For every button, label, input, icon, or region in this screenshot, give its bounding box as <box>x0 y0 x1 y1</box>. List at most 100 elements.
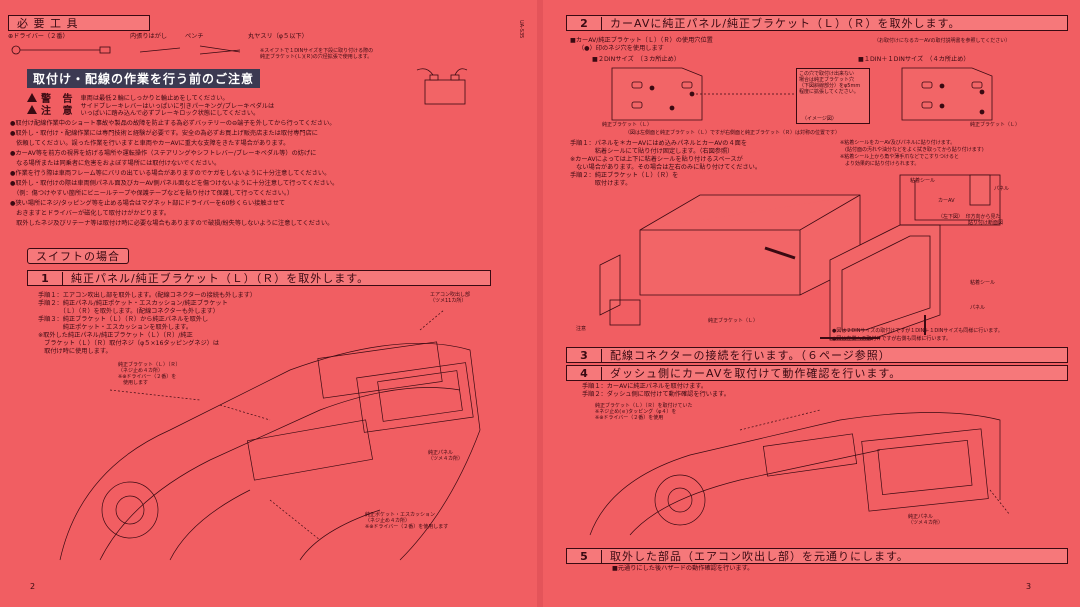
step2-line-3: ない場合があります。その場合は左右のみに貼り付けてください。 <box>570 164 762 171</box>
caution-row: 注 意 サイドブレーキレバーはいっぱいに引きパーキング/ブレーキペダルは いっぱ… <box>27 102 274 117</box>
step2-right-line-1: (貼付面の汚れや油分などをよく拭き取ってから貼り付けます) <box>840 147 984 153</box>
caution-text: サイドブレーキレバーはいっぱいに引きパーキング/ブレーキペダルは いっぱいに踏み… <box>80 102 275 117</box>
callout-aircon: エアコン吹出し部 （ツメ11カ所） <box>430 292 471 304</box>
bullet-5: ●作業を行う際は車両フレーム等にバリの出ている場合がありますのでケガをしないよう… <box>10 170 331 177</box>
din2-label: ■２DINサイズ （３カ所止め） <box>592 56 681 63</box>
label-topview: （左下図） 印方向から見た 貼り付け断面図 <box>938 214 1004 226</box>
caution-triangle-icon <box>27 105 37 114</box>
step2-line-0: 手順１：パネルを＊カーAVにはめ込みパネルとカーAVの４面を <box>570 140 748 147</box>
step1-header: 1 純正パネル/純正ブラケット（Ｌ）（Ｒ）を取外します。 <box>27 270 491 286</box>
step1-line-1: 手順２：純正パネル/純正ポケット・エスカッション/純正ブラケット <box>38 300 228 307</box>
step3-title: 配線コネクターの接続を行います。（６ページ参照） <box>610 349 891 362</box>
dashboard-removal-illustration <box>20 310 490 568</box>
caution-small: 注意 <box>576 326 587 332</box>
warning-label: 警 告 <box>41 94 77 105</box>
step1-line-4: 純正ポケット・エスカッションを取外します。 <box>38 324 193 331</box>
callout-pocket: 純正ポケット・エスカッション （ネジ止め４カ所） ※⊕ドライバー（２番）を使用し… <box>365 512 449 530</box>
step2-line-2: ※カーAVによっては上下に粘着シールを貼り付けるスペースが <box>570 156 743 163</box>
bracket-hole-diagram <box>592 64 1022 126</box>
step1-line-3: 手順３：純正ブラケット（Ｌ）（Ｒ）から純正パネルを取外し <box>38 316 209 323</box>
step2-right-line-2: ※粘着シール上から角や薄手爪などでこすりつけると <box>840 154 960 160</box>
bullet-2: 依頼してください。誤った作業を行いますと車両やカーAVに重大な支障をきたす場合が… <box>10 140 290 147</box>
label-bracket-l: 純正ブラケット（Ｌ） <box>708 318 759 324</box>
hole-title: ■カーAV/純正ブラケット（Ｌ）（Ｒ）の使用穴位置 <box>570 37 713 44</box>
bullet-3: ●カーAV等を前方の視界を妨げる場所や運転操作（ステアリングやシフトレバー/ブレ… <box>10 150 317 157</box>
step2-right-line-3: より効果的に貼り付けられます。 <box>840 161 920 167</box>
bullet-1: ●取外し・取付け・配線作業には専門技術と経験が必要です。安全の為必ずお買上げ販売… <box>10 130 318 137</box>
step4-header: 4 ダッシュ側にカーAVを取付けて動作確認を行います。 <box>566 365 1068 381</box>
dashboard-install-illustration <box>580 400 1020 540</box>
carav-assembly-illustration <box>580 170 1020 350</box>
image-box-label: （イメージ図） <box>802 116 837 122</box>
bullet-0: ●取付け配線作業中のショート事故や製品の故障を防止する為必ずバッテリーの⊖端子を… <box>10 120 336 127</box>
page-number-right: 3 <box>1026 582 1032 591</box>
dia-note-0: ●図は２DINサイズの取付けですが１DIN＋１DINサイズも同様に行います。 <box>832 328 1003 334</box>
battery-illustration <box>415 66 475 108</box>
bracket-right-label: 純正ブラケット（Ｌ） <box>970 122 1021 128</box>
step1-line-6: ブラケット（Ｌ）（Ｒ）取付ネジ（φ５×16タッピングネジ）は <box>38 340 220 347</box>
label-panel-bottom: パネル <box>970 305 986 311</box>
step1-title: 純正パネル/純正ブラケット（Ｌ）（Ｒ）を取外します。 <box>71 272 370 285</box>
bullet-10: 取外したネジ及びリテーナ等は取付け時に必要な場合もありますので破損/紛失等しない… <box>10 220 334 227</box>
step1-line-0: 手順１：エアコン吹出し部を取外します。(配線コネクターの接続も外します） <box>38 292 257 299</box>
step4-panel-callout: 純正パネル （ツメ４カ所） <box>908 514 944 526</box>
diagram-bottom-note: （図は左側面と純正ブラケット（Ｌ）ですが右側面と純正ブラケット（Ｒ）は対称の位置… <box>625 130 841 136</box>
tool-trim-remover: 内張りはがし <box>130 33 168 40</box>
page-number-left: 2 <box>30 582 36 591</box>
step4-line-1: 手順２：ダッシュ側に取付けて動作確認を行います。 <box>582 391 730 398</box>
dia-note-1: ●図は左側への取付けですが右側も同様に行います。 <box>832 336 951 342</box>
step5-header: 5 取外した部品（エアコン吹出し部）を元通りにします。 <box>566 548 1068 564</box>
tool-screwdriver: ⊕ドライバー（２番） <box>8 33 69 40</box>
callout-panel: 純正パネル （ツメ４カ所） <box>428 450 464 462</box>
step4-title: ダッシュ側にカーAVを取付けて動作確認を行います。 <box>610 367 902 380</box>
step4-number: 4 <box>567 366 602 380</box>
bullet-4: なる場所または同乗者に危害をおよぼす場所には取付けないでください。 <box>10 160 221 167</box>
hole-sub: （●）印のネジ穴を使用します <box>578 45 664 52</box>
step1-line-7: 取付け時に使用します。 <box>38 348 112 355</box>
right-page: 2 カーAVに純正パネル/純正ブラケット（Ｌ）（Ｒ）を取外します。 ■カーAV/… <box>540 0 1080 607</box>
hole-note: （お取付けになるカーAVの取付説明書を参照してください） <box>874 38 1011 44</box>
caution-label: 注 意 <box>41 106 77 117</box>
step5-line: ■元通りにした後ハザードの動作確認を行います。 <box>612 565 754 572</box>
warning-triangle-icon <box>27 93 37 102</box>
step1-number: 1 <box>28 271 63 285</box>
label-sticker-top: 粘着シール <box>910 178 936 184</box>
tool-note: ※スイフトで１DINサイズを下段に取り付ける際の 純正ブラケット(Ｌ)(Ｒ)の穴… <box>260 48 374 60</box>
step1-line-5: ※取外した純正パネル/純正ブラケット（Ｌ）（Ｒ）/純正 <box>38 332 193 339</box>
tools-illustration <box>10 40 250 62</box>
step3-number: 3 <box>567 348 602 362</box>
step4-callout: 純正ブラケット（Ｌ）（Ｒ）を取付けていた ※ネジ止め(ｅ)タッピング（φ４）を … <box>595 403 693 421</box>
callout-bracket: 純正ブラケット（Ｌ）（Ｒ） （ネジ止め４カ所） ※⊕ドライバー（２番）を 使用し… <box>118 362 181 386</box>
bullet-9: おきますとドライバーが磁化して取付けがかどります。 <box>10 210 170 217</box>
tool-pliers: ペンチ <box>185 33 204 40</box>
caution-banner: 取付け・配線の作業を行う前のご注意 <box>27 69 261 88</box>
step5-number: 5 <box>567 549 602 563</box>
step2-line-4: 手順２：純正ブラケット（Ｌ）（Ｒ）を <box>570 172 679 179</box>
label-sticker-bottom: 粘着シール <box>970 280 996 286</box>
warning-text: 車両は最低２輪にしっかりと輪止めをしてください。 <box>80 95 229 102</box>
label-panel-top: パネル <box>994 186 1010 192</box>
step5-title: 取外した部品（エアコン吹出し部）を元通りにします。 <box>610 550 909 563</box>
bullet-7: （例：傷つけやすい箇所にビニールテープや保護テープなどを貼り付けて保護して行って… <box>10 190 294 197</box>
swift-header-text: スイフトの場合 <box>36 250 120 263</box>
page-gutter <box>537 0 543 607</box>
bullet-8: ●狭い場所にネジ/タッピング等を止める場合はマグネット部にドライバーを60秒くら… <box>10 200 286 207</box>
required-tools-title: 必 要 工 具 <box>17 17 79 30</box>
step2-header: 2 カーAVに純正パネル/純正ブラケット（Ｌ）（Ｒ）を取外します。 <box>566 15 1068 31</box>
step3-header: 3 配線コネクターの接続を行います。（６ページ参照） <box>566 347 1068 363</box>
bracket-left-label: 純正ブラケット（Ｌ） <box>602 122 653 128</box>
din1-label: ■１DIN＋１DINサイズ （４カ所止め） <box>858 56 970 63</box>
step2-line-1: 粘着シールにて貼り付け固定します。（右図参照） <box>570 148 734 155</box>
swift-header: スイフトの場合 <box>27 248 129 264</box>
bullet-6: ●取外し・取付けの際は車両側パネル面及びカーAV側パネル面などを傷つけないように… <box>10 180 339 187</box>
required-tools-header: 必 要 工 具 <box>8 15 150 31</box>
tool-round-file: 丸ヤスリ（φ５以下） <box>248 33 308 40</box>
left-page: 必 要 工 具 ⊕ドライバー（２番） 内張りはがし ペンチ 丸ヤスリ（φ５以下）… <box>8 15 524 591</box>
label-carav: カーAV <box>938 198 955 204</box>
step2-line-5: 取付けます。 <box>570 180 632 187</box>
step1-line-2: （Ｌ）（Ｒ）を取外します。(配線コネクターも外します） <box>38 308 219 315</box>
vertical-code: UA-S35 <box>518 20 524 39</box>
step2-right-line-0: ※粘着シールをカーAV及びパネルに貼り付けます。 <box>840 140 956 146</box>
